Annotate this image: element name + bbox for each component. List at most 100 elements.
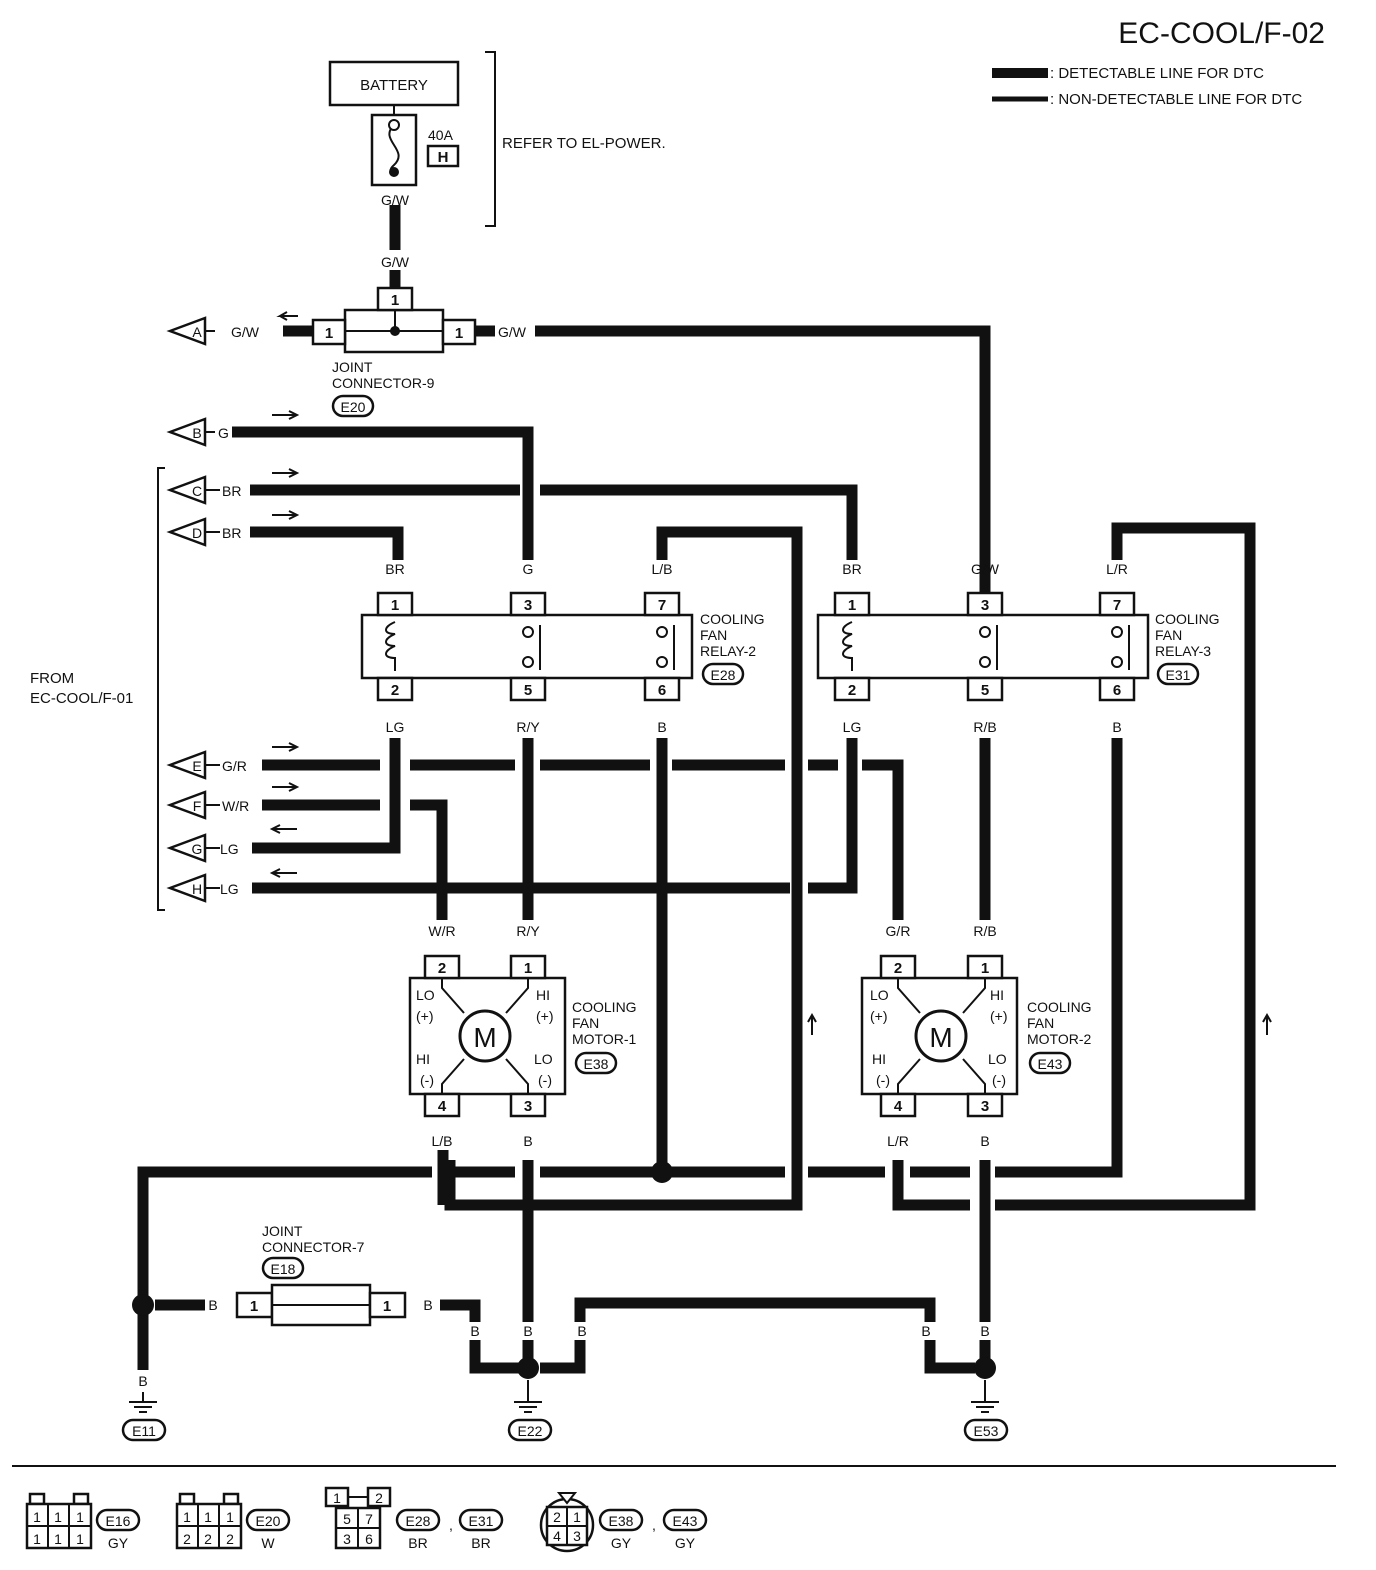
from-bracket	[157, 467, 165, 911]
connector-flags: A B C D E F G H	[166, 316, 207, 903]
svg-text:LG: LG	[386, 719, 405, 735]
svg-text:L/R: L/R	[887, 1133, 909, 1149]
svg-text:B: B	[577, 1323, 586, 1339]
svg-text:F: F	[193, 798, 202, 814]
svg-text:M: M	[473, 1022, 496, 1053]
motor-icon	[458, 1009, 512, 1063]
svg-text:L/B: L/B	[431, 1133, 452, 1149]
connector-c: C	[166, 475, 207, 505]
battery-box	[328, 60, 460, 107]
svg-text:B: B	[921, 1323, 930, 1339]
svg-text:LO: LO	[988, 1051, 1007, 1067]
footer-connector-e20: 1 1 1 2 2 2 E20 W	[175, 1492, 291, 1551]
svg-text:B: B	[192, 425, 201, 441]
svg-text:(+): (+)	[536, 1008, 554, 1024]
svg-text:7: 7	[1113, 597, 1121, 614]
svg-text:HI: HI	[990, 987, 1004, 1003]
svg-text:1: 1	[391, 292, 399, 309]
svg-text:E20: E20	[256, 1513, 281, 1529]
svg-text:1: 1	[76, 1531, 84, 1547]
svg-text:1: 1	[54, 1509, 62, 1525]
svg-text:1: 1	[848, 597, 856, 614]
svg-text:BR: BR	[385, 561, 404, 577]
svg-text:D: D	[192, 525, 202, 541]
svg-text:HI: HI	[872, 1051, 886, 1067]
splice-dot	[651, 1161, 673, 1183]
svg-text:GY: GY	[675, 1535, 696, 1551]
svg-text:2: 2	[438, 960, 446, 977]
wires	[137, 205, 1256, 1374]
svg-text:E38: E38	[609, 1513, 634, 1529]
svg-text:LO: LO	[416, 987, 435, 1003]
svg-text:7: 7	[365, 1511, 373, 1527]
connector-h: H	[166, 873, 207, 903]
relay-coil-icon	[842, 621, 853, 671]
svg-text:2: 2	[553, 1509, 561, 1525]
svg-text:2: 2	[391, 682, 399, 699]
svg-text:G: G	[218, 425, 229, 441]
footer-connector-e28-e31: 1 2 5 7 3 6 E28 BR , E31 BR	[324, 1486, 504, 1551]
svg-text:E: E	[192, 758, 201, 774]
svg-text:1: 1	[524, 960, 532, 977]
refer-text: REFER TO EL-POWER.	[502, 135, 666, 152]
svg-text:3: 3	[981, 597, 989, 614]
svg-text:6: 6	[658, 682, 666, 699]
ground-e53: E53	[963, 1380, 1009, 1442]
svg-text:(-): (-)	[876, 1072, 890, 1088]
svg-text:M: M	[929, 1022, 952, 1053]
svg-text:G: G	[192, 841, 203, 857]
svg-text:3: 3	[573, 1528, 581, 1544]
relay-coil-icon	[385, 621, 396, 671]
svg-text:LG: LG	[220, 881, 239, 897]
svg-text:E43: E43	[673, 1513, 698, 1529]
svg-text:COOLING: COOLING	[1027, 999, 1092, 1015]
svg-text:(+): (+)	[416, 1008, 434, 1024]
svg-text:L/R: L/R	[1106, 561, 1128, 577]
svg-text:3: 3	[524, 597, 532, 614]
svg-text:JOINT: JOINT	[262, 1223, 303, 1239]
svg-text:(-): (-)	[538, 1072, 552, 1088]
svg-text:(+): (+)	[990, 1008, 1008, 1024]
svg-text:(+): (+)	[870, 1008, 888, 1024]
svg-text:1: 1	[54, 1531, 62, 1547]
svg-text:E28: E28	[711, 667, 736, 683]
svg-text:R/Y: R/Y	[516, 719, 540, 735]
svg-text:B: B	[423, 1297, 432, 1313]
svg-text:2: 2	[375, 1490, 383, 1506]
svg-text:,: ,	[652, 1517, 656, 1533]
svg-text:L/B: L/B	[651, 561, 672, 577]
svg-text:3: 3	[524, 1098, 532, 1115]
svg-text:E11: E11	[132, 1423, 156, 1439]
svg-text:1: 1	[325, 325, 333, 342]
svg-text:E16: E16	[106, 1513, 131, 1529]
splice-dot	[132, 1294, 154, 1316]
svg-text:GY: GY	[611, 1535, 632, 1551]
svg-text:CONNECTOR-7: CONNECTOR-7	[262, 1239, 365, 1255]
svg-text:E31: E31	[1166, 667, 1191, 683]
battery-wire-label: G/W	[381, 192, 410, 208]
fuse-id: H	[438, 149, 449, 166]
svg-text:1: 1	[573, 1509, 581, 1525]
svg-text:A: A	[192, 324, 202, 340]
svg-text:6: 6	[365, 1531, 373, 1547]
page-title: EC-COOL/F-02	[1118, 17, 1325, 50]
svg-text:RELAY-2: RELAY-2	[700, 643, 756, 659]
svg-text:COOLING: COOLING	[572, 999, 637, 1015]
svg-text:B: B	[523, 1323, 532, 1339]
svg-text:1: 1	[76, 1509, 84, 1525]
svg-text:G: G	[523, 561, 534, 577]
svg-text:LO: LO	[870, 987, 889, 1003]
svg-text:CONNECTOR-9: CONNECTOR-9	[332, 375, 435, 391]
svg-text:1: 1	[183, 1509, 191, 1525]
svg-text:LO: LO	[534, 1051, 553, 1067]
svg-text:G/R: G/R	[886, 923, 911, 939]
svg-text:BR: BR	[842, 561, 861, 577]
svg-text:(-): (-)	[992, 1072, 1006, 1088]
connector-a: A	[166, 316, 207, 346]
svg-text:,: ,	[449, 1517, 453, 1533]
svg-text:4: 4	[553, 1528, 561, 1544]
svg-text:FAN: FAN	[1027, 1015, 1054, 1031]
svg-text:E38: E38	[584, 1056, 609, 1072]
svg-text:G/W: G/W	[231, 324, 260, 340]
